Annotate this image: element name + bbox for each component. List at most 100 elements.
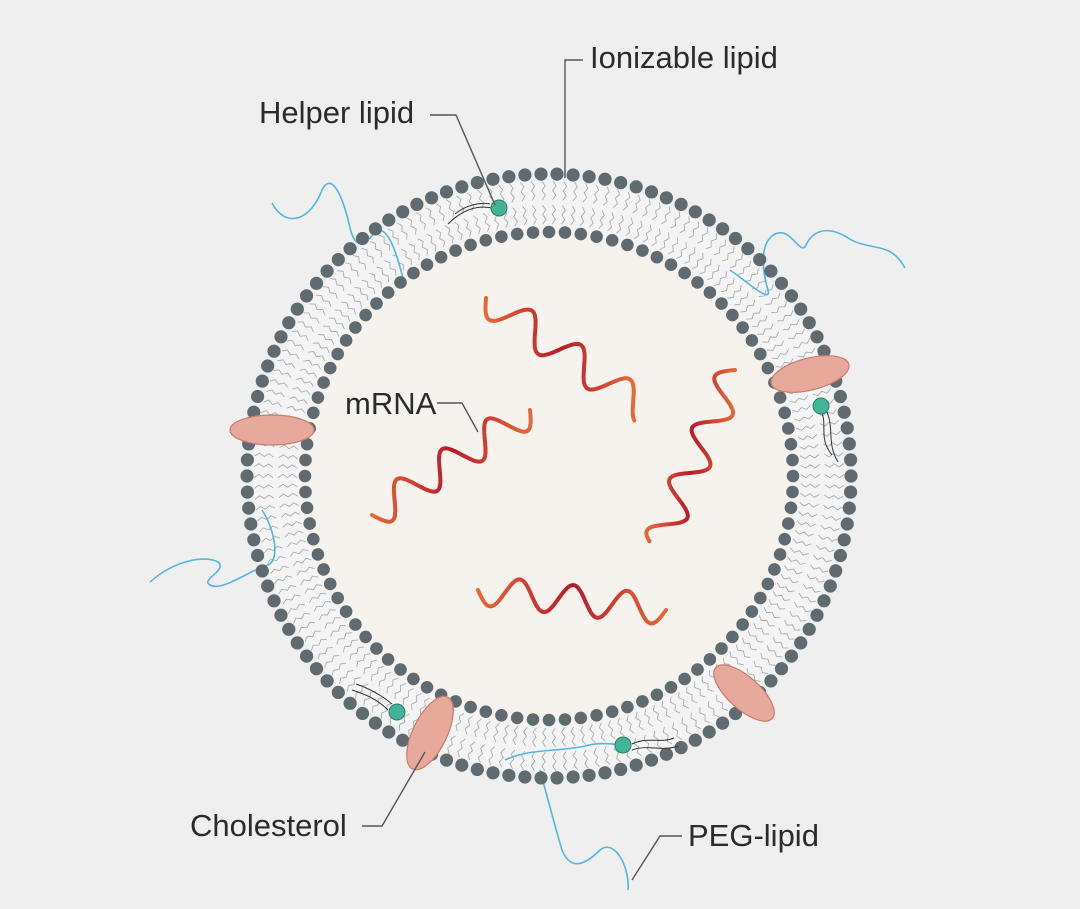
lipid-head — [840, 517, 854, 531]
lipid-head — [317, 376, 330, 389]
label-peg-lipid: PEG-lipid — [688, 818, 819, 853]
lipid-head — [754, 591, 767, 605]
lipid-head — [247, 533, 261, 547]
lipid-head — [784, 289, 799, 303]
lipid-head — [420, 681, 434, 694]
lipid-head — [598, 172, 612, 186]
lipid-head — [621, 238, 634, 252]
helper-lipid — [614, 736, 679, 754]
lipid-head — [786, 485, 799, 499]
lipid-head — [300, 437, 314, 451]
cholesterol — [229, 414, 315, 446]
lipid-head — [558, 226, 572, 239]
lipid-head — [688, 205, 702, 219]
leader-cholesterol — [362, 751, 426, 827]
lipid-head — [829, 564, 843, 578]
label-cholesterol: Cholesterol — [190, 808, 347, 843]
lipid-head — [590, 230, 603, 243]
mrna-strand — [644, 368, 737, 544]
lipid-head — [582, 768, 596, 782]
lipid-head — [678, 266, 691, 280]
lipid-head — [761, 577, 775, 591]
lipid-head — [455, 758, 469, 772]
peg-lipid-chains — [149, 182, 906, 891]
lipid-head — [678, 672, 691, 686]
lipid-head — [703, 286, 717, 299]
lipid-head — [566, 168, 580, 182]
lipid-head — [434, 250, 448, 264]
lipid-head — [396, 205, 410, 219]
lipid-head — [774, 662, 789, 676]
lipid-head — [753, 253, 767, 267]
lipid-head — [300, 501, 314, 515]
lipid-head — [786, 453, 799, 467]
peg-chain — [539, 769, 629, 891]
lipid-head — [394, 663, 407, 676]
lipid-head — [307, 532, 320, 546]
lipid-head — [307, 406, 320, 420]
lipid-head — [495, 230, 508, 243]
lipid-head — [464, 700, 477, 714]
lipid-head — [691, 663, 704, 676]
lipid-head — [240, 453, 254, 467]
lipid-head — [449, 244, 462, 257]
lipid-head — [251, 389, 265, 404]
lipid-head — [261, 579, 275, 593]
cholesterol-molecules — [229, 355, 850, 771]
lipid-head — [425, 191, 439, 205]
lipid-head — [309, 662, 324, 676]
lipid-head — [368, 222, 382, 236]
lipid-head — [343, 242, 357, 256]
lipid-head — [664, 258, 678, 272]
lipid-head — [470, 762, 484, 777]
lipid-head — [644, 185, 659, 199]
lipid-head — [311, 391, 325, 404]
lipid-head — [778, 532, 791, 546]
lipid-head — [833, 548, 848, 563]
lipid-head — [782, 517, 795, 530]
lipid-head — [407, 266, 420, 280]
peg-chain — [149, 509, 276, 588]
lipid-head — [550, 167, 564, 181]
nanoparticle-core — [300, 227, 798, 725]
lipid-head — [323, 361, 337, 375]
lipid-tail-waves — [253, 180, 845, 772]
lipid-head — [274, 608, 288, 622]
lipid-head — [837, 405, 851, 419]
peg-chain — [729, 229, 906, 296]
lipid-head — [479, 705, 493, 718]
lipid-head — [574, 227, 588, 241]
lipid-head — [703, 653, 717, 666]
lipid-head — [502, 170, 516, 184]
lipid-head — [621, 700, 634, 714]
lipid-head — [282, 316, 296, 330]
lipid-head — [590, 709, 603, 722]
lipid-head — [574, 711, 588, 725]
mrna-strand — [483, 296, 637, 423]
lipid-head — [359, 308, 372, 322]
lipid-head — [736, 618, 749, 631]
lipid-head — [320, 264, 334, 278]
lipid-head — [550, 771, 564, 785]
lipid-head — [343, 696, 357, 710]
lipid-head — [359, 630, 372, 644]
cholesterol — [713, 664, 775, 722]
lipid-head — [582, 170, 596, 184]
lipid-head — [382, 725, 396, 739]
lipid-head — [784, 649, 799, 663]
lipid-head — [242, 501, 256, 515]
lipid-head — [778, 406, 791, 420]
lipid-head — [534, 167, 548, 181]
lipid-head — [702, 213, 716, 227]
lipid-head — [382, 213, 396, 227]
lipid-head — [542, 225, 556, 239]
lipid-head — [688, 733, 702, 747]
lipid-head — [840, 421, 854, 435]
peg-chain — [504, 742, 621, 761]
leader-peg — [631, 835, 682, 881]
lipid-head — [837, 533, 851, 547]
lipid-head — [659, 191, 674, 205]
lipid-head — [368, 716, 382, 730]
leader-mrna — [437, 402, 479, 433]
